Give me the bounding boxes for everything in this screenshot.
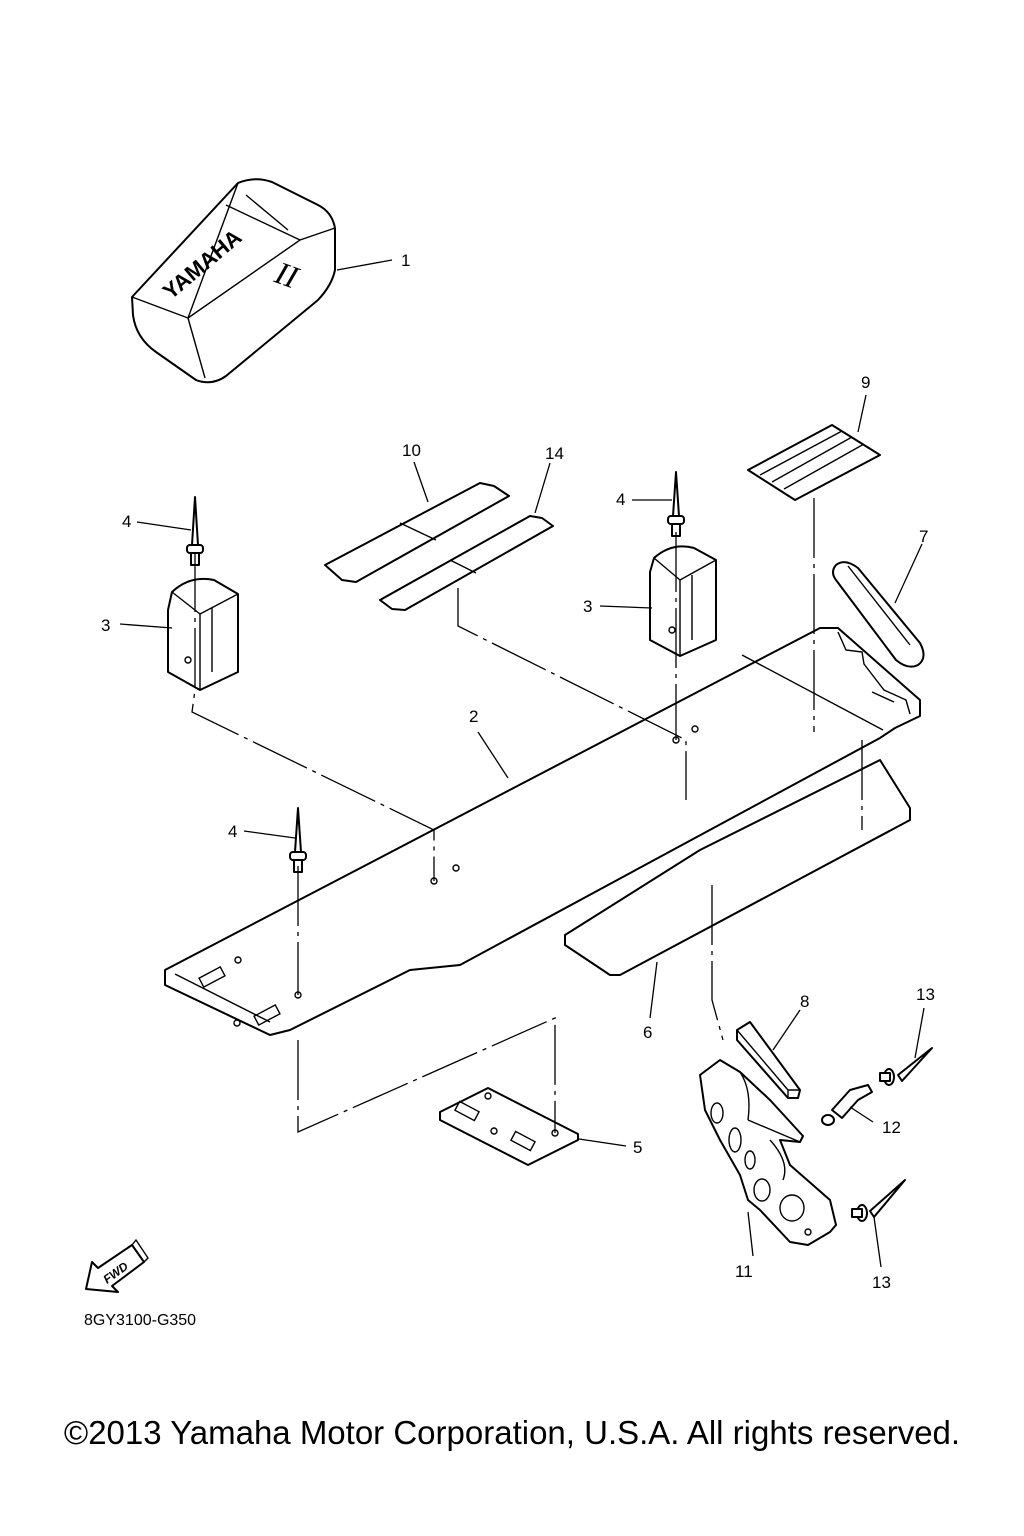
callout-1: 1 [401,251,410,270]
callout-labels: 1 2 3 3 4 4 4 5 6 7 8 9 10 11 12 13 13 1… [101,251,935,1292]
callout-4-bottom: 4 [228,822,237,841]
callout-4-left: 4 [122,512,131,531]
callout-2: 2 [469,707,478,726]
decal-10 [324,482,510,583]
main-plate [164,627,921,1036]
block-8 [736,1021,801,1099]
callout-3-left: 3 [101,616,110,635]
callout-13-top: 13 [916,985,935,1004]
callout-4-right: 4 [616,490,625,509]
bracket-11 [699,1059,837,1246]
fwd-arrow-icon: FWD [85,1238,149,1293]
callout-5: 5 [633,1138,642,1157]
decal-14 [379,515,554,611]
drawing-code: 8GY3100-G350 [84,1312,196,1329]
callout-7: 7 [919,527,928,546]
rivet-4-right [667,471,685,537]
copyright-notice: ©2013 Yamaha Motor Corporation, U.S.A. A… [63,1414,961,1451]
callout-9: 9 [861,373,870,392]
clip-3-left [167,577,239,691]
callout-10: 10 [402,441,421,460]
callout-11: 11 [735,1262,753,1281]
callout-3-right: 3 [583,597,592,616]
callout-6: 6 [643,1023,652,1042]
cover-part: YAMAHA II [131,178,336,384]
callout-8: 8 [800,992,809,1011]
clip-12 [821,1084,873,1126]
rivet-13-bottom [851,1179,906,1222]
leader-lines [119,259,925,1268]
pad-part [564,759,911,976]
callout-12: 12 [882,1118,901,1137]
rivet-13-top [879,1047,933,1086]
clip-3-right [649,545,717,657]
decal-9 [747,424,881,501]
plate-5 [439,1087,579,1166]
assembly-lines [191,498,863,1133]
rivet-4-bottom [289,807,307,873]
callout-13-bottom: 13 [872,1273,891,1292]
loop-7 [832,561,925,668]
callout-14: 14 [545,444,564,463]
